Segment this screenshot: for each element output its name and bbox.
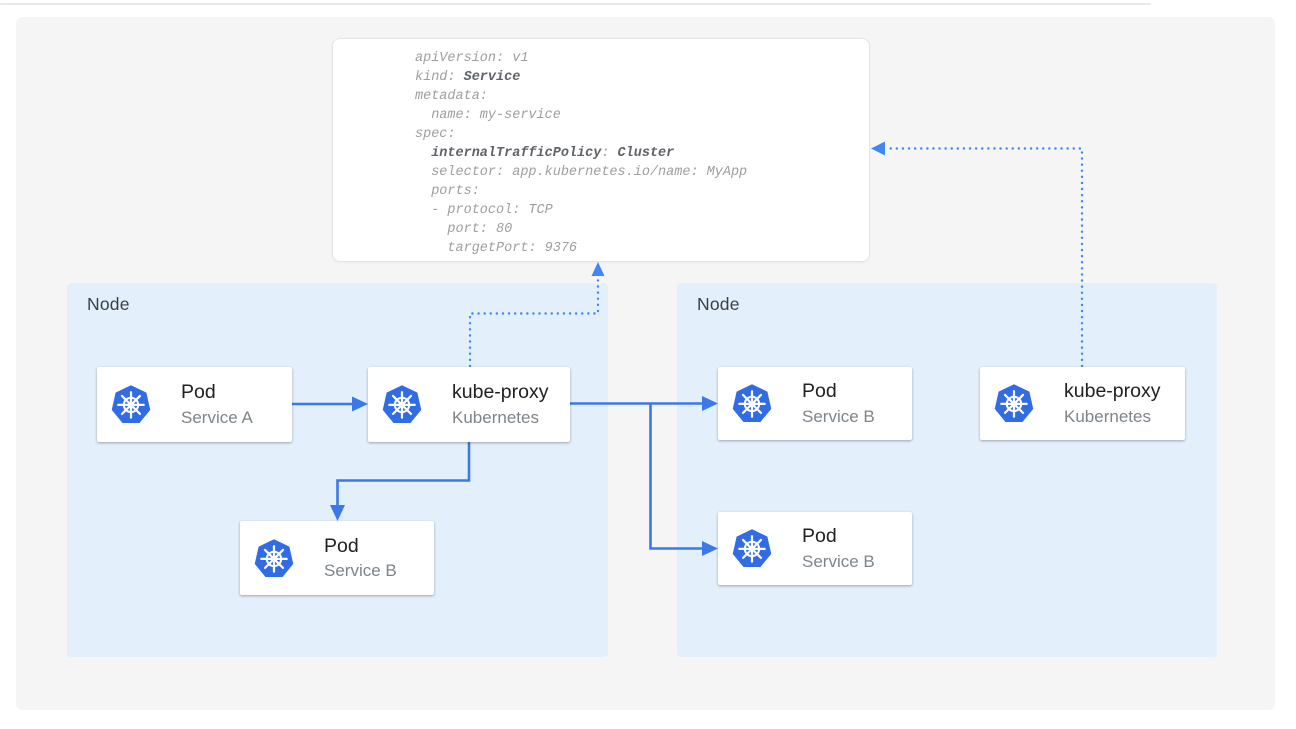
card-title: kube-proxy xyxy=(1064,380,1161,403)
card-title: Pod xyxy=(802,380,837,403)
card-kube-proxy-right: kube-proxy Kubernetes xyxy=(980,367,1185,440)
card-pod-service-a: Pod Service A xyxy=(97,367,292,442)
card-pod-service-b-left: Pod Service B xyxy=(240,521,434,595)
card-subtitle: Kubernetes xyxy=(1064,406,1151,426)
node-right: Node xyxy=(677,283,1217,657)
card-subtitle: Service B xyxy=(802,551,875,571)
card-subtitle: Service B xyxy=(324,561,397,581)
card-pod-service-b-right-top: Pod Service B xyxy=(718,367,912,440)
node-left-label: Node xyxy=(87,294,130,314)
kubernetes-icon xyxy=(110,384,152,425)
node-left: Node xyxy=(67,283,608,657)
kubernetes-icon xyxy=(253,537,295,578)
card-title: Pod xyxy=(324,534,359,557)
card-title: Pod xyxy=(802,525,837,548)
card-title: Pod xyxy=(181,381,216,404)
kubernetes-icon xyxy=(731,383,773,424)
card-subtitle: Service A xyxy=(181,407,253,427)
card-kube-proxy-left: kube-proxy Kubernetes xyxy=(368,367,570,442)
card-subtitle: Service B xyxy=(802,406,875,426)
top-divider xyxy=(0,3,1151,5)
card-title: kube-proxy xyxy=(452,381,549,404)
card-subtitle: Kubernetes xyxy=(452,407,539,427)
kubernetes-icon xyxy=(381,384,423,425)
card-pod-service-b-right-bottom: Pod Service B xyxy=(718,512,912,585)
kubernetes-icon xyxy=(993,383,1035,424)
node-right-label: Node xyxy=(697,294,740,314)
kubernetes-icon xyxy=(731,528,773,569)
